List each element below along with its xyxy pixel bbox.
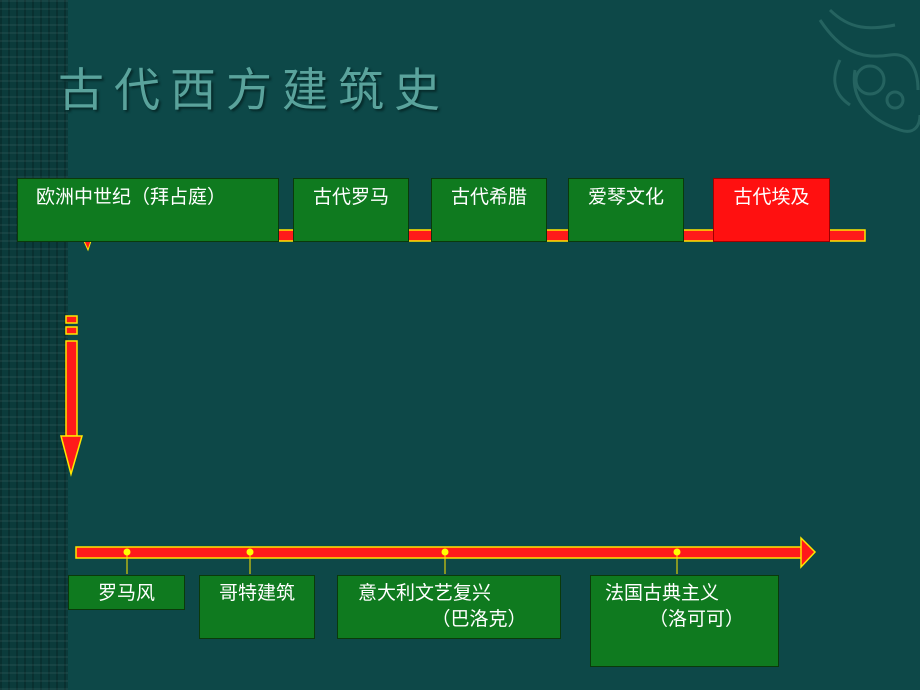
era-label: 罗马风 — [97, 582, 155, 604]
era-box-ancient-egypt[interactable]: 古代埃及 — [713, 178, 830, 242]
down-arrow-head — [60, 435, 83, 477]
era-box-ancient-rome[interactable]: 古代罗马 — [293, 178, 409, 242]
era-box-french-classicism[interactable]: 法国古典主义 （洛可可） — [590, 575, 779, 667]
down-arrow-shaft — [65, 340, 78, 437]
era-sublabel: （洛可可） — [648, 608, 744, 630]
era-label: 古代希腊 — [450, 186, 527, 208]
era-box-byzantine[interactable]: 欧洲中世纪（拜占庭） — [17, 178, 279, 242]
timeline-marker — [441, 548, 449, 556]
era-box-italian-renaissance[interactable]: 意大利文艺复兴 （巴洛克） — [337, 575, 561, 639]
era-label: 欧洲中世纪（拜占庭） — [36, 186, 227, 208]
timeline-marker — [673, 548, 681, 556]
timeline-marker — [123, 548, 131, 556]
era-box-aegean[interactable]: 爱琴文化 — [568, 178, 684, 242]
era-label: 意大利文艺复兴 — [358, 582, 492, 604]
floral-ornament-icon — [818, 8, 920, 133]
bottom-timeline-arrowhead — [800, 536, 817, 569]
era-label: 古代埃及 — [733, 186, 810, 208]
bottom-timeline-bar — [75, 546, 803, 559]
page-title: 古代西方建筑史 — [58, 63, 450, 117]
era-box-ancient-greece[interactable]: 古代希腊 — [431, 178, 547, 242]
era-label: 法国古典主义 — [605, 582, 720, 604]
textured-side-strip — [0, 0, 68, 690]
era-label: 爱琴文化 — [587, 186, 664, 208]
era-sublabel: （巴洛克） — [431, 608, 527, 630]
timeline-marker — [246, 548, 254, 556]
era-box-gothic[interactable]: 哥特建筑 — [199, 575, 315, 639]
era-label: 哥特建筑 — [218, 582, 295, 604]
era-label: 古代罗马 — [312, 186, 389, 208]
down-arrow-dash — [65, 315, 78, 324]
down-arrow-dash — [65, 326, 78, 335]
era-box-romanesque[interactable]: 罗马风 — [68, 575, 185, 610]
